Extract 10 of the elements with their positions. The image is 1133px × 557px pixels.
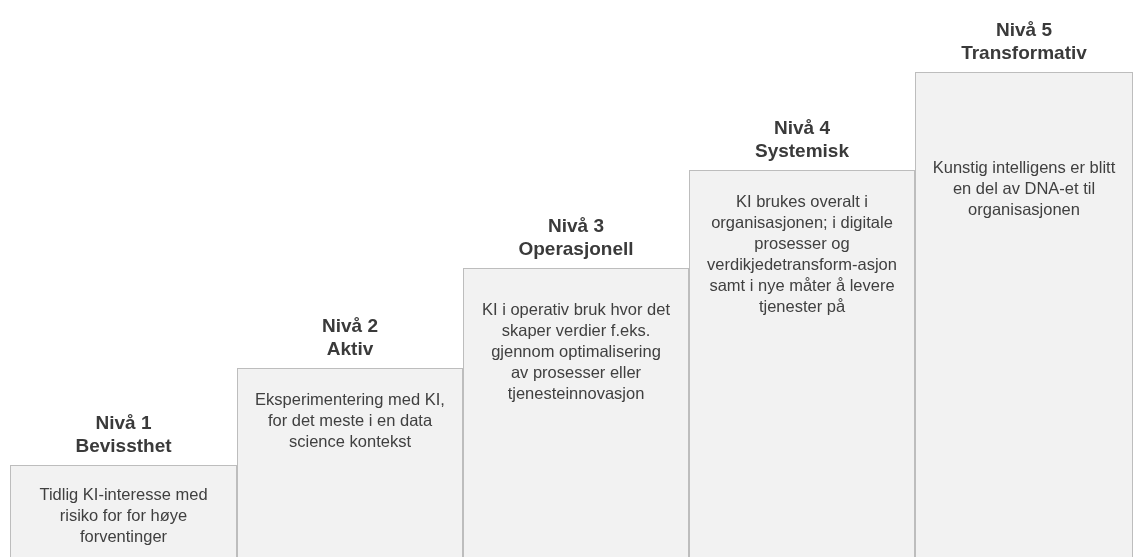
step-description: Kunstig intelligens er blitt en del av DNA-et til organisasjonen [931, 157, 1117, 220]
level-heading: Nivå 5 Transformativ [960, 18, 1088, 64]
step-description: KI brukes overalt i organisasjonen; i digitale prosesser og verdikjedetransform-asjon samt i nye måter å levere tjenester på [706, 191, 898, 317]
step-description: KI i operativ bruk hvor det skaper verdier f.eks. gjennom optimalisering av prosesser eller tjenesteinnovasjon [481, 299, 671, 404]
level-heading: Nivå 3 Operasjonell [517, 214, 635, 260]
step-description: Eksperimentering med KI, for det meste i en data science kontekst [254, 389, 446, 452]
step-description: Tidlig KI-interesse med risiko for for høye forventinger [38, 484, 209, 547]
level-heading: Nivå 2 Aktiv [321, 314, 379, 360]
level-heading: Nivå 1 Bevissthet [74, 411, 173, 457]
level-heading: Nivå 4 Systemisk [754, 116, 850, 162]
